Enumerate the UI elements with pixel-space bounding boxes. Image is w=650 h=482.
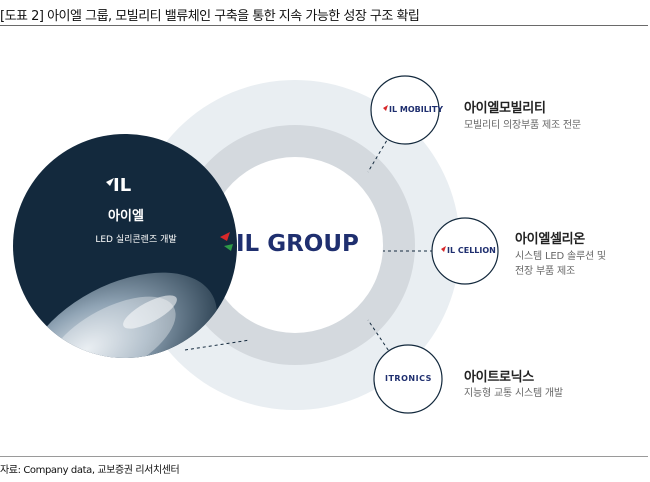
main-company-desc: LED 실리콘렌즈 개발 bbox=[95, 235, 177, 245]
cellion-name: 아이엘셀리온 bbox=[515, 232, 585, 247]
mobility-logo-text: IL MOBILITY bbox=[389, 105, 444, 114]
mobility-logo-mark bbox=[383, 105, 388, 111]
hub-circle bbox=[207, 157, 383, 333]
title-divider bbox=[0, 25, 648, 26]
main-company-name: 아이엘 bbox=[108, 209, 144, 224]
connector-itronics bbox=[367, 319, 406, 376]
cellion-logo-mark bbox=[441, 246, 446, 252]
cellion-circle bbox=[431, 217, 499, 285]
mobility-circle bbox=[370, 75, 440, 145]
mobility-name: 아이엘모빌리티 bbox=[464, 101, 546, 116]
cellion-desc-line1: 시스템 LED 솔루션 및 bbox=[515, 251, 606, 262]
main-logo-mark bbox=[106, 178, 114, 186]
hub-logo-text: IL GROUP bbox=[236, 231, 359, 257]
hub-logo-mark-green bbox=[224, 244, 233, 251]
itronics-name: 아이트로닉스 bbox=[464, 370, 534, 385]
hub-logo-mark-red bbox=[220, 232, 230, 241]
cellion-desc-line2: 전장 부품 제조 bbox=[515, 266, 575, 277]
main-logo-text: IL bbox=[113, 175, 132, 196]
connector-main bbox=[184, 339, 251, 351]
itronics-logo-text: ITRONICS bbox=[385, 374, 432, 383]
mobility-desc: 모빌리티 의장부품 제조 전문 bbox=[464, 120, 581, 131]
itronics-desc: 지능형 교통 시스템 개발 bbox=[464, 388, 563, 399]
itronics-circle bbox=[373, 344, 443, 414]
footer-divider bbox=[0, 456, 648, 457]
source-note: 자료: Company data, 교보증권 리서치센터 bbox=[0, 465, 180, 476]
lens-image bbox=[23, 272, 217, 358]
cellion-logo-text: IL CELLION bbox=[447, 246, 496, 255]
figure-title: [도표 2] 아이엘 그룹, 모빌리티 밸류체인 구축을 통한 지속 가능한 성… bbox=[0, 9, 420, 24]
